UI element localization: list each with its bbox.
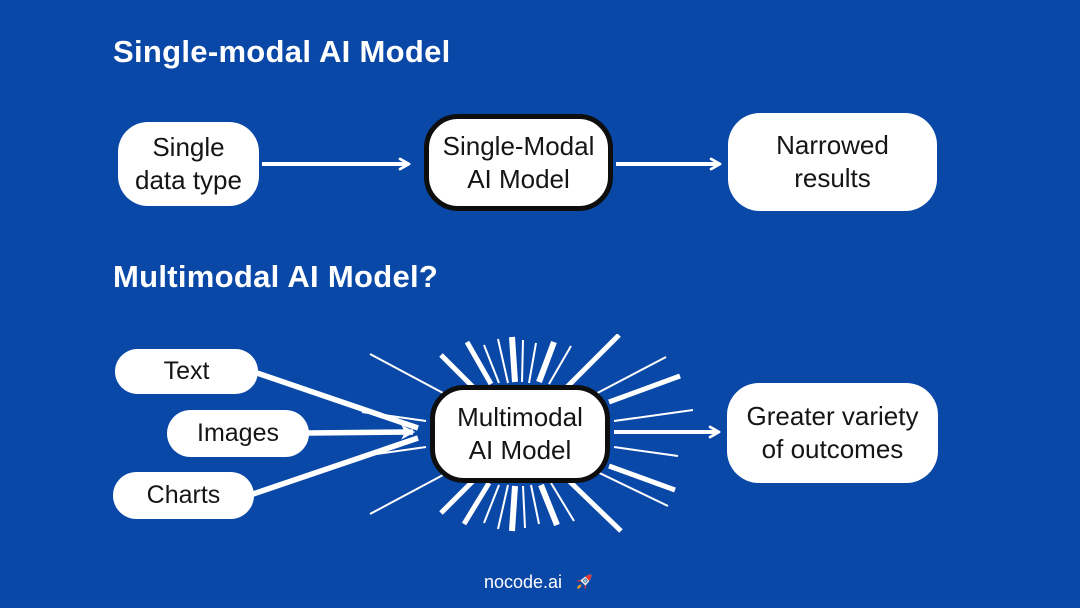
node-greater-variety: Greater variety of outcomes [727,383,938,483]
node-input-text: Text [115,349,258,394]
heading-multimodal: Multimodal AI Model? [113,259,439,294]
node-single-data-type: Single data type [118,122,259,206]
arrow-images-to-multimodal [307,424,416,440]
heading-single-modal: Single-modal AI Model [113,34,451,69]
node-multimodal-ai-model: Multimodal AI Model [430,385,610,483]
footer: nocode.ai [0,570,1080,594]
rocket-icon [576,574,592,590]
node-input-images: Images [167,410,309,457]
node-single-modal-ai-model: Single-Modal AI Model [424,114,613,211]
node-input-charts: Charts [113,472,254,519]
brand-text: nocode.ai [483,571,563,592]
node-narrowed-results: Narrowed results [728,113,937,211]
